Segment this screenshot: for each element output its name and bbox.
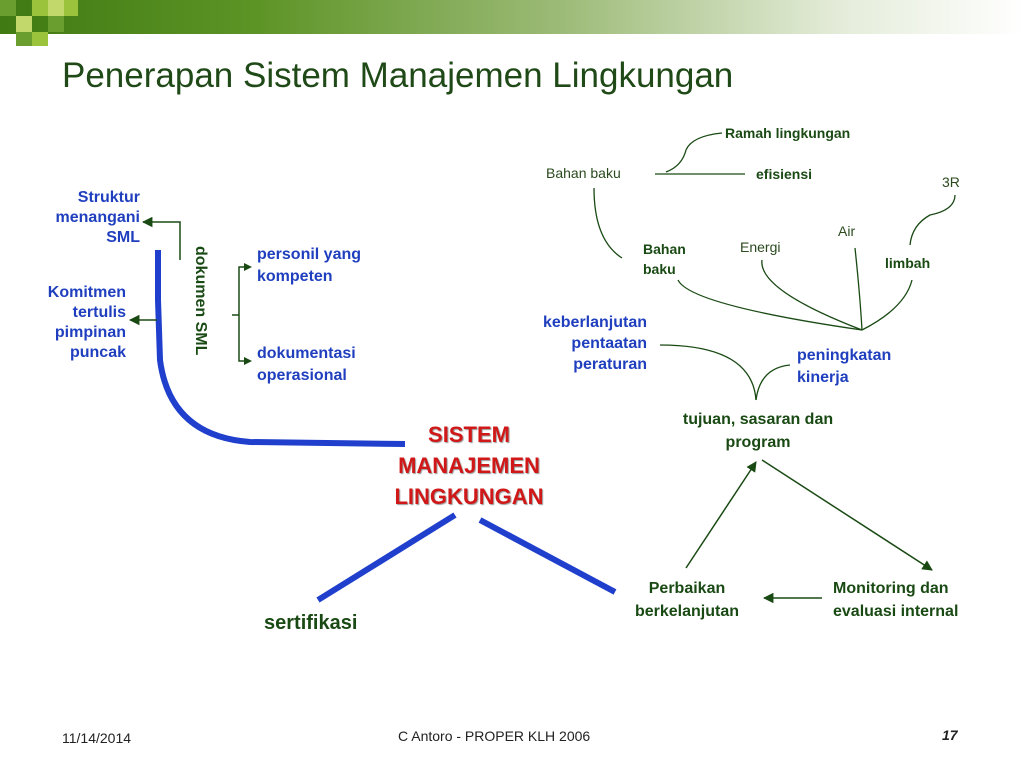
limbah-label: limbah: [885, 255, 931, 271]
curve-3r: [909, 194, 956, 246]
slide-title: Penerapan Sistem Manajemen Lingkungan: [62, 56, 734, 95]
arrow-tujuan-monitoring: [761, 459, 933, 571]
blue-connector-perbaikan: [478, 517, 617, 595]
curve-energi: [761, 259, 863, 331]
curve-bahanbaku: [593, 187, 623, 259]
curve-bahan-baku: [677, 279, 863, 331]
footer-credit: C Antoro - PROPER KLH 2006: [398, 728, 591, 744]
efisiensi-label: efisiensi: [756, 166, 813, 182]
blue-connector-left: [155, 250, 406, 447]
curve-peningkatan: [755, 364, 791, 401]
arrow-struktur: [141, 216, 181, 260]
curve-keberlanjutan: [659, 344, 757, 401]
brace-ramah: [665, 132, 723, 173]
air-label: Air: [838, 223, 856, 239]
dokumen-sml-label: dokumen SML: [192, 246, 209, 356]
header-band: [0, 0, 1024, 34]
blue-connector-sertifikasi: [316, 512, 457, 603]
footer-date: 11/14/2014: [62, 730, 132, 746]
curve-air: [854, 247, 863, 331]
arrow-perbaikan-tujuan: [685, 461, 757, 569]
bracket-arrows: [238, 266, 250, 362]
sertifikasi-label: sertifikasi: [264, 612, 358, 634]
curve-limbah: [861, 279, 913, 331]
ramah-label: Ramah lingkungan: [725, 125, 851, 141]
energi-label: Energi: [740, 239, 781, 255]
page-number: 17: [942, 727, 958, 743]
3r-label: 3R: [942, 174, 960, 190]
bahan-baku-top-label: Bahan baku: [546, 165, 621, 181]
